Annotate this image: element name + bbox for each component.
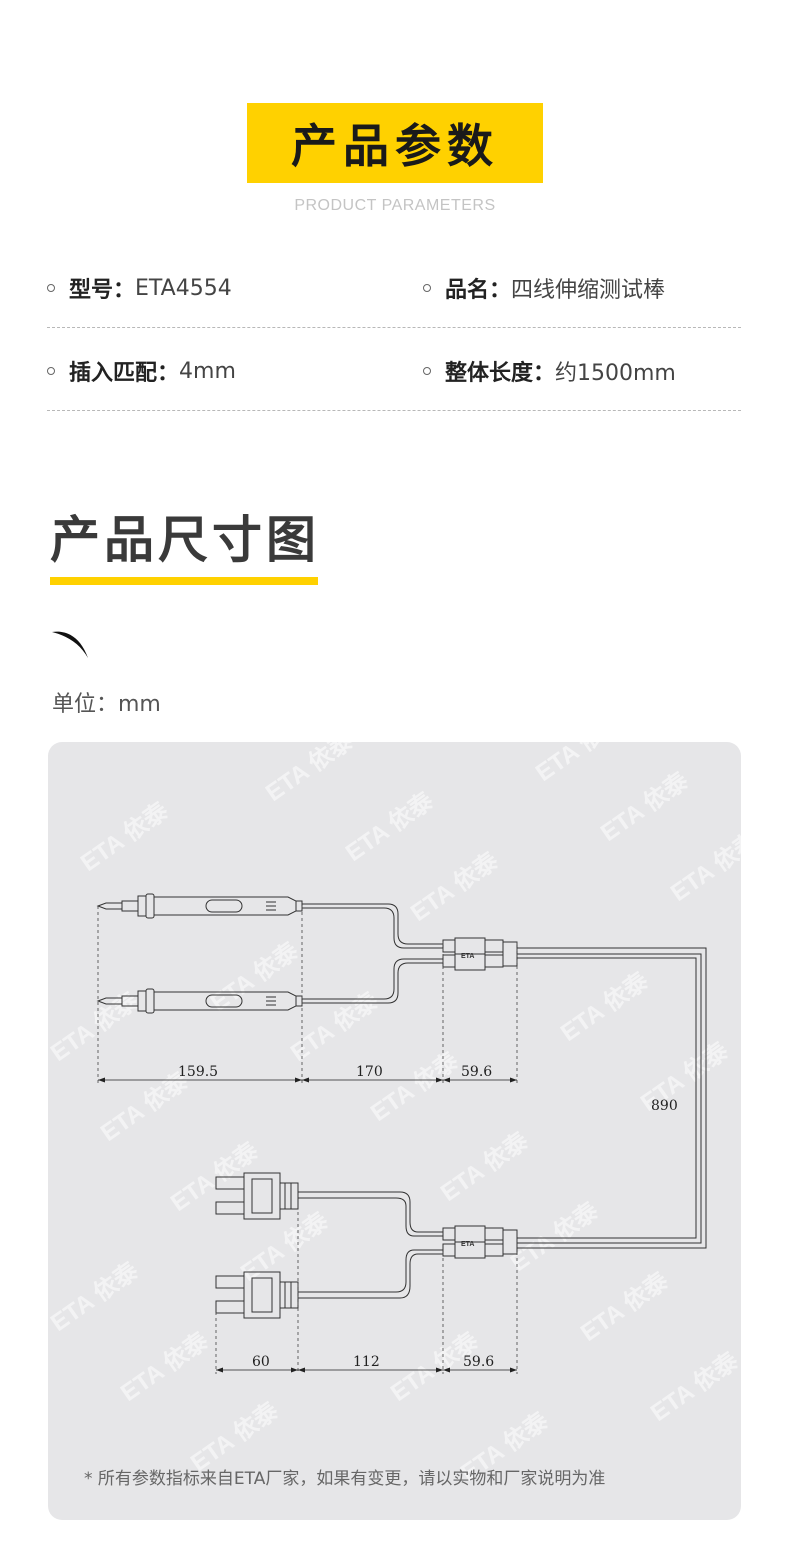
- dimension-drawing: ETA 依泰 ETA 依泰 ETA 依泰 ETA 依泰 ETA 依泰 ETA 依…: [48, 742, 741, 1487]
- watermark: ETA 依泰: [556, 967, 654, 1047]
- page-title: 产品参数: [291, 119, 499, 173]
- watermark: ETA 依泰: [646, 1347, 741, 1427]
- param-model: 型号： ETA4554: [47, 272, 232, 304]
- watermark-layer: ETA 依泰 ETA 依泰 ETA 依泰 ETA 依泰 ETA 依泰 ETA 依…: [48, 742, 741, 1487]
- page-subtitle: PRODUCT PARAMETERS: [294, 197, 496, 214]
- title-banner: 产品参数: [247, 103, 543, 183]
- bullet-icon: [47, 284, 55, 292]
- watermark: ETA 依泰: [48, 1257, 144, 1337]
- watermark: ETA 依泰: [341, 787, 439, 867]
- param-value: 约1500mm: [555, 361, 676, 386]
- watermark: ETA 依泰: [48, 987, 144, 1067]
- swoosh-icon: [52, 631, 88, 658]
- dimension-drawing-panel: ETA 依泰 ETA 依泰 ETA 依泰 ETA 依泰 ETA 依泰 ETA 依…: [48, 742, 741, 1520]
- dimension-label: 159.5: [178, 1064, 218, 1080]
- param-label: 整体长度：: [445, 361, 556, 386]
- bullet-icon: [423, 367, 431, 375]
- watermark: ETA 依泰: [406, 847, 504, 927]
- watermark: ETA 依泰: [506, 1197, 604, 1277]
- param-label: 型号：: [69, 278, 136, 303]
- bullet-icon: [423, 284, 431, 292]
- param-label: 品名：: [445, 278, 512, 303]
- dimension-label: 170: [356, 1064, 383, 1080]
- section-underline: [50, 577, 318, 585]
- dimension-label: 890: [651, 1098, 678, 1114]
- param-value: ETA4554: [135, 275, 232, 301]
- splitter-tag: ETA: [461, 953, 474, 960]
- param-name: 品名： 四线伸缩测试棒: [423, 272, 665, 304]
- dimension-label: 60: [252, 1354, 270, 1370]
- dimension-label: 59.6: [461, 1064, 492, 1080]
- param-plug: 插入匹配： 4mm: [47, 355, 236, 387]
- unit-label: 单位：mm: [52, 692, 161, 717]
- divider: [47, 410, 741, 411]
- dimension-label: 112: [353, 1354, 380, 1370]
- watermark: ETA 依泰: [576, 1267, 674, 1347]
- splitter-tag: ETA: [461, 1241, 474, 1248]
- footnote: * 所有参数指标来自ETA厂家，如果有变更，请以实物和厂家说明为准: [84, 1469, 606, 1489]
- section-title: 产品尺寸图: [50, 511, 320, 569]
- bullet-icon: [47, 367, 55, 375]
- watermark: ETA 依泰: [596, 767, 694, 847]
- watermark: ETA 依泰: [206, 937, 304, 1017]
- watermark: ETA 依泰: [116, 1327, 214, 1407]
- divider: [47, 327, 741, 328]
- param-value: 4mm: [179, 358, 236, 384]
- watermark: ETA 依泰: [666, 827, 741, 907]
- watermark: ETA 依泰: [76, 797, 174, 877]
- watermark: ETA 依泰: [166, 1137, 264, 1217]
- watermark: ETA 依泰: [366, 1047, 464, 1127]
- param-label: 插入匹配：: [69, 361, 180, 386]
- dimension-label: 59.6: [463, 1354, 494, 1370]
- watermark: ETA 依泰: [436, 1127, 534, 1207]
- param-length: 整体长度： 约1500mm: [423, 355, 676, 387]
- watermark: ETA 依泰: [531, 742, 629, 787]
- param-value: 四线伸缩测试棒: [511, 278, 666, 303]
- watermark: ETA 依泰: [261, 742, 359, 807]
